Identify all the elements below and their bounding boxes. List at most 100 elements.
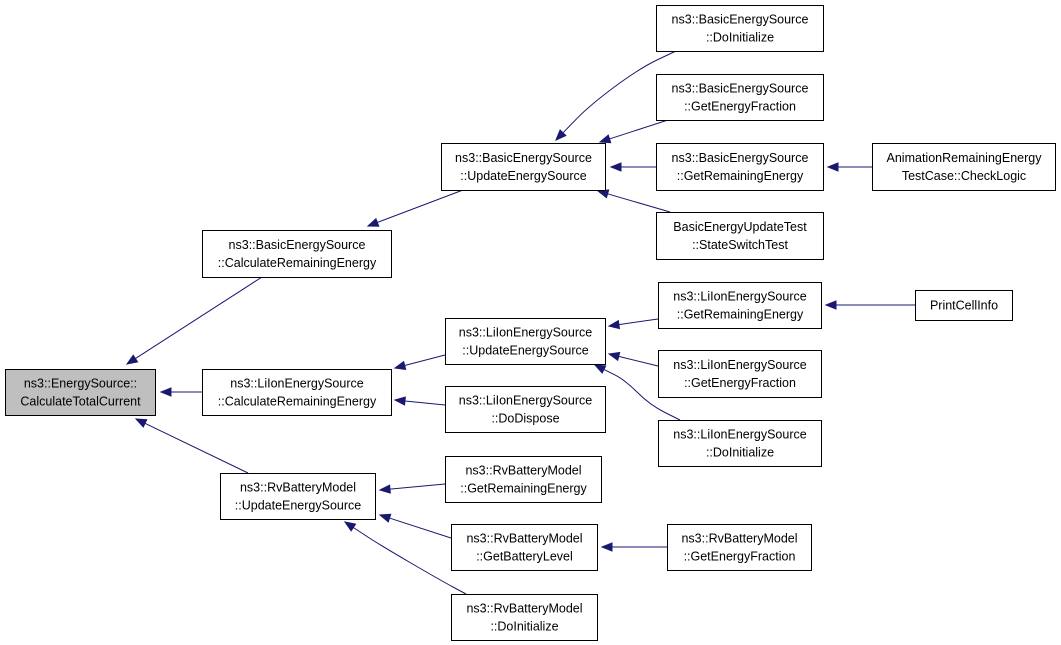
edge-anim-check-to-basic-getremaining — [826, 162, 872, 172]
node-label: ::UpdateEnergySource — [460, 169, 587, 183]
node-basic-statetest[interactable]: BasicEnergyUpdateTest::StateSwitchTest — [656, 212, 824, 260]
edge-liion-getfraction-to-liion-update — [607, 351, 659, 367]
edge-line — [377, 189, 464, 223]
node-label: ::GetBatteryLevel — [476, 550, 573, 564]
edge-line — [389, 517, 452, 539]
arrowhead-icon — [366, 217, 380, 227]
node-box — [658, 350, 822, 398]
node-anim-check[interactable]: AnimationRemainingEnergyTestCase::CheckL… — [872, 143, 1056, 191]
node-label: ns3::LiIonEnergySource — [459, 394, 592, 408]
node-root[interactable]: ns3::EnergySource::CalculateTotalCurrent — [5, 369, 156, 416]
edge-rv-getremaining-to-rv-update — [378, 483, 446, 494]
node-box — [667, 524, 812, 571]
arrowhead-icon — [343, 521, 357, 532]
edge-rv-update-to-root — [134, 418, 249, 474]
node-box — [445, 386, 606, 433]
arrowhead-icon — [607, 319, 621, 330]
arrowhead-icon — [600, 542, 613, 552]
node-label: ::GetEnergyFraction — [684, 550, 796, 564]
node-box — [872, 143, 1056, 191]
node-liion-getremaining[interactable]: ns3::LiIonEnergySource::GetRemainingEner… — [658, 282, 822, 329]
node-label: ns3::BasicEnergySource — [229, 238, 366, 252]
node-label: ns3::RvBatteryModel — [681, 532, 797, 546]
node-label: ns3::LiIonEnergySource — [459, 326, 592, 340]
edge-basic-getremaining-to-basic-update — [609, 162, 656, 172]
node-box — [656, 212, 824, 260]
arrowhead-icon — [159, 387, 172, 397]
node-liion-calc[interactable]: ns3::LiIonEnergySource::CalculateRemaini… — [202, 369, 392, 416]
call-nodes: ns3::EnergySource::CalculateTotalCurrent… — [5, 5, 1056, 641]
node-basic-update[interactable]: ns3::BasicEnergySource::UpdateEnergySour… — [441, 143, 606, 191]
edge-line — [618, 318, 659, 326]
node-label: ns3::RvBatteryModel — [465, 464, 581, 478]
arrowhead-icon — [596, 189, 610, 199]
node-basic-getremaining[interactable]: ns3::BasicEnergySource::GetRemainingEner… — [656, 143, 824, 191]
node-label: ns3::RvBatteryModel — [466, 532, 582, 546]
edge-line — [607, 193, 671, 213]
node-rv-getfraction[interactable]: ns3::RvBatteryModel::GetEnergyFraction — [667, 524, 812, 571]
node-box — [202, 369, 392, 416]
edge-liion-getremaining-to-liion-update — [607, 318, 659, 330]
node-box — [656, 143, 824, 191]
node-box — [220, 473, 376, 520]
node-liion-doinit[interactable]: ns3::LiIonEnergySource::DoInitialize — [658, 420, 822, 467]
node-label: ns3::BasicEnergySource — [672, 82, 809, 96]
node-label: ns3::LiIonEnergySource — [230, 377, 363, 391]
node-label: ::GetEnergyFraction — [684, 100, 796, 114]
node-print-cell[interactable]: PrintCellInfo — [915, 290, 1013, 321]
node-label: ns3::LiIonEnergySource — [673, 358, 806, 372]
node-label: ns3::LiIonEnergySource — [673, 428, 806, 442]
arrowhead-icon — [593, 364, 607, 374]
node-label: ::DoInitialize — [706, 446, 774, 460]
node-label: ::StateSwitchTest — [692, 238, 788, 252]
node-label: PrintCellInfo — [930, 299, 998, 313]
node-label: ns3::BasicEnergySource — [672, 13, 809, 27]
edge-basic-update-to-basic-calc — [366, 189, 464, 227]
node-basic-getfraction[interactable]: ns3::BasicEnergySource::GetEnergyFractio… — [656, 74, 824, 121]
node-label: CalculateTotalCurrent — [20, 395, 141, 409]
arrowhead-icon — [134, 418, 148, 428]
node-basic-calc[interactable]: ns3::BasicEnergySource::CalculateRemaini… — [202, 230, 392, 278]
node-box — [658, 282, 822, 329]
node-label: ::UpdateEnergySource — [235, 499, 362, 513]
node-label: BasicEnergyUpdateTest — [673, 220, 807, 234]
node-label: ::UpdateEnergySource — [462, 344, 589, 358]
node-label: ns3::BasicEnergySource — [672, 151, 809, 165]
node-liion-dispose[interactable]: ns3::LiIonEnergySource::DoDispose — [445, 386, 606, 433]
arrowhead-icon — [598, 134, 612, 144]
arrowhead-icon — [824, 300, 837, 310]
edge-liion-dispose-to-liion-calc — [393, 396, 446, 406]
node-rv-doinit[interactable]: ns3::RvBatteryModel::DoInitialize — [451, 594, 598, 641]
node-label: ::GetEnergyFraction — [684, 376, 796, 390]
node-label: ::CalculateRemainingEnergy — [218, 256, 377, 270]
node-label: AnimationRemainingEnergy — [887, 151, 1043, 165]
node-liion-update[interactable]: ns3::LiIonEnergySource::UpdateEnergySour… — [445, 318, 606, 365]
node-rv-getremaining[interactable]: ns3::RvBatteryModel::GetRemainingEnergy — [445, 456, 602, 503]
node-label: ::CalculateRemainingEnergy — [218, 395, 377, 409]
node-box — [656, 5, 824, 52]
node-box — [445, 456, 602, 503]
arrowhead-icon — [393, 360, 407, 370]
edge-basic-doinit-to-basic-update — [555, 50, 677, 141]
node-label: ::DoInitialize — [706, 31, 774, 45]
edge-line — [618, 355, 659, 367]
edge-liion-calc-to-root — [159, 387, 202, 397]
node-label: ::DoDispose — [491, 412, 559, 426]
arrowhead-icon — [607, 351, 621, 362]
node-box — [441, 143, 606, 191]
arrowhead-icon — [826, 162, 839, 172]
node-basic-doinit[interactable]: ns3::BasicEnergySource::DoInitialize — [656, 5, 824, 52]
node-rv-getbattery[interactable]: ns3::RvBatteryModel::GetBatteryLevel — [451, 524, 598, 571]
edge-line — [353, 527, 467, 595]
node-label: ::GetRemainingEnergy — [677, 169, 804, 183]
edge-liion-update-to-liion-calc — [393, 354, 446, 370]
node-label: ::GetRemainingEnergy — [460, 482, 587, 496]
node-label: ns3::EnergySource:: — [24, 377, 137, 391]
edge-line — [609, 119, 669, 140]
node-rv-update[interactable]: ns3::RvBatteryModel::UpdateEnergySource — [220, 473, 376, 520]
edge-basic-calc-to-root — [125, 276, 263, 365]
node-label: ns3::RvBatteryModel — [240, 481, 356, 495]
node-liion-getfraction[interactable]: ns3::LiIonEnergySource::GetEnergyFractio… — [658, 350, 822, 398]
node-box — [915, 290, 1013, 321]
arrowhead-icon — [378, 484, 391, 494]
